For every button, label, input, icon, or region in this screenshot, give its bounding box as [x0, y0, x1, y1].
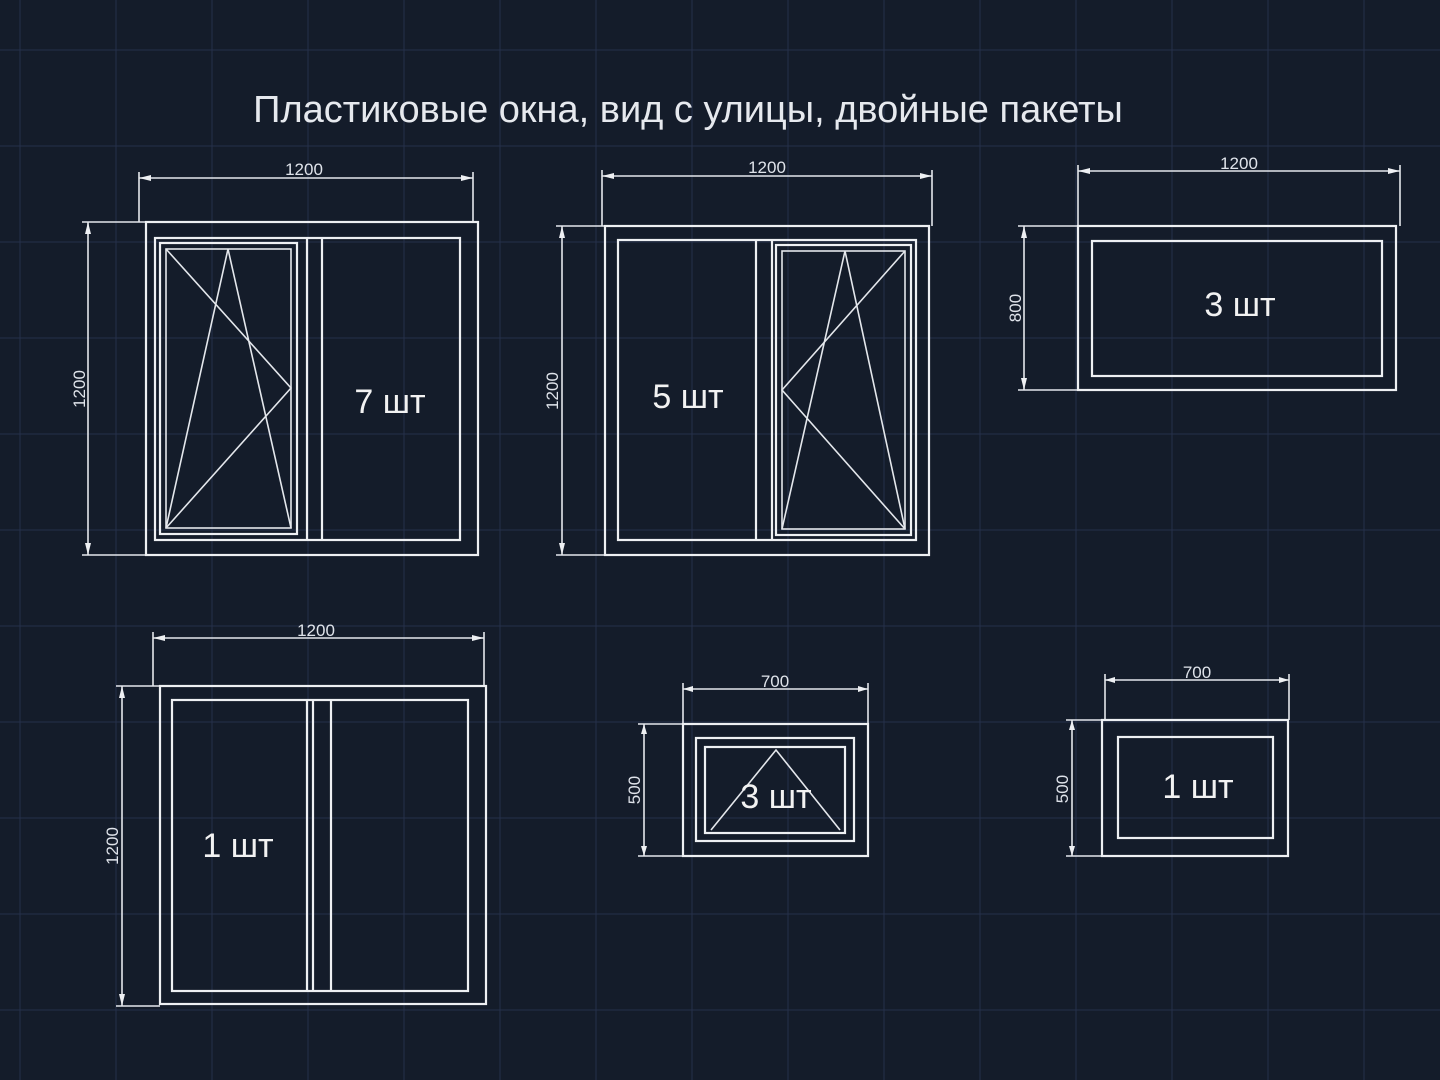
window-6: 700 500 1 шт [1053, 663, 1290, 858]
sash [774, 243, 913, 537]
width-label: 1200 [748, 158, 786, 177]
tilt-marker [781, 250, 906, 530]
height-label: 500 [625, 776, 644, 804]
window-4: 1200 1200 1 шт [103, 621, 488, 1007]
height-label: 1200 [103, 827, 122, 865]
inner-frame [616, 238, 918, 542]
inner-frame [694, 736, 856, 843]
width-label: 1200 [1220, 154, 1258, 173]
inner-frame [1116, 735, 1275, 840]
window-3: 1200 800 3 шт [1006, 154, 1401, 392]
quantity-label: 1 шт [202, 827, 273, 865]
height-label: 500 [1053, 775, 1072, 803]
height-label: 800 [1006, 294, 1025, 322]
width-label: 1200 [297, 621, 335, 640]
quantity-label: 1 шт [1162, 768, 1233, 806]
sash [158, 241, 299, 536]
quantity-label: 7 шт [354, 383, 425, 421]
height-label: 1200 [543, 372, 562, 410]
outer-frame [1076, 224, 1398, 392]
sash [703, 745, 847, 835]
quantity-label: 3 шт [1204, 286, 1275, 324]
width-label: 700 [1183, 663, 1211, 682]
outer-frame [144, 220, 480, 557]
inner-frame [170, 698, 470, 993]
quantity-label: 5 шт [652, 378, 723, 416]
turn-marker [780, 250, 906, 530]
tilt-marker [710, 748, 841, 831]
quantity-label: 3 шт [740, 778, 811, 816]
inner-frame [1090, 239, 1384, 378]
turn-marker [165, 248, 293, 529]
window-5: 700 500 3 шт [625, 672, 870, 858]
width-label: 700 [761, 672, 789, 691]
width-label: 1200 [285, 160, 323, 179]
outer-frame [681, 722, 870, 858]
tilt-marker [165, 248, 292, 529]
height-label: 1200 [70, 370, 89, 408]
outer-frame [603, 224, 931, 557]
window-2: 1200 1200 5 шт [543, 158, 933, 557]
drawing-title: Пластиковые окна, вид с улицы, двойные п… [253, 89, 1123, 131]
outer-frame [158, 684, 488, 1006]
window-1: 1200 1200 7 шт [70, 160, 480, 557]
outer-frame [1100, 718, 1290, 858]
